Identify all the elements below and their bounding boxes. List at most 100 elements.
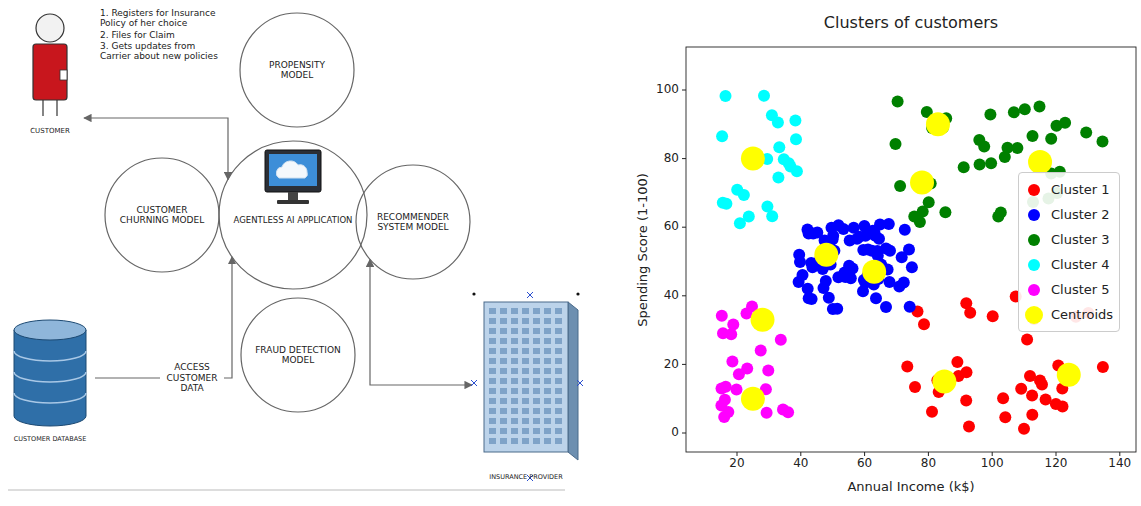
- window: [555, 318, 562, 324]
- handle-dot: [472, 292, 475, 295]
- window: [489, 408, 496, 414]
- centroid-point: [910, 171, 934, 195]
- data-point: [823, 292, 835, 304]
- window: [511, 358, 518, 364]
- window: [533, 328, 540, 334]
- window: [555, 438, 562, 444]
- window: [500, 368, 507, 374]
- data-point: [837, 223, 849, 235]
- data-point: [960, 394, 972, 406]
- data-point: [1026, 390, 1038, 402]
- legend-text: Centroids: [1051, 307, 1113, 322]
- tick-mark: [682, 158, 686, 159]
- window: [533, 318, 540, 324]
- tick-label: 0: [671, 426, 679, 440]
- data-point: [880, 301, 892, 313]
- anchor-cross: [471, 380, 477, 386]
- data-point: [766, 210, 778, 222]
- tick-mark: [1119, 452, 1120, 456]
- data-point: [741, 363, 753, 375]
- window: [511, 318, 518, 324]
- data-point: [963, 421, 975, 433]
- window: [544, 368, 551, 374]
- data-point: [858, 220, 870, 232]
- list-item: 3. Gets updates from Carrier about new p…: [100, 41, 218, 62]
- tick-label: 60: [664, 220, 679, 234]
- data-point: [758, 90, 770, 102]
- legend-swatch: [1028, 209, 1040, 221]
- data-point: [773, 141, 785, 153]
- shape-outline: [218, 140, 368, 290]
- data-point: [899, 224, 911, 236]
- window: [555, 388, 562, 394]
- data-point: [1021, 334, 1033, 346]
- legend-row: Cluster 4: [1025, 252, 1113, 277]
- data-point: [918, 318, 930, 330]
- shape-outline: [8, 318, 92, 444]
- data-point: [901, 361, 913, 373]
- data-point: [1097, 361, 1109, 373]
- node-label: FRAUD DETECTION MODEL: [253, 345, 343, 366]
- window: [544, 438, 551, 444]
- data-point: [811, 227, 823, 239]
- data-point: [772, 171, 784, 183]
- tick-label: 60: [857, 457, 872, 471]
- window: [500, 438, 507, 444]
- window: [533, 418, 540, 424]
- window: [511, 418, 518, 424]
- data-point: [839, 271, 851, 283]
- anchor-cross: [577, 380, 583, 386]
- window: [555, 398, 562, 404]
- window: [544, 418, 551, 424]
- window: [522, 338, 529, 344]
- tick-label: 80: [664, 152, 679, 166]
- window: [522, 398, 529, 404]
- data-point: [806, 293, 818, 305]
- window: [522, 438, 529, 444]
- data-point: [731, 384, 743, 396]
- data-point: [995, 207, 1007, 219]
- window: [533, 398, 540, 404]
- window: [489, 368, 496, 374]
- axis-title: Annual Income (k$): [847, 480, 974, 495]
- data-point: [797, 269, 809, 281]
- data-point: [790, 133, 802, 145]
- database-cylinder: CUSTOMER DATABASE: [8, 318, 92, 444]
- window: [533, 368, 540, 374]
- data-point: [923, 196, 935, 208]
- window: [511, 438, 518, 444]
- tick-mark: [992, 452, 993, 456]
- plot-frame: [686, 47, 1136, 452]
- data-point: [831, 303, 843, 315]
- tick-label: 20: [664, 358, 679, 372]
- centroid-point: [926, 112, 950, 136]
- monitor-screen: [269, 154, 317, 186]
- data-point: [951, 356, 963, 368]
- shape-outline: [470, 292, 582, 482]
- data-point: [999, 411, 1011, 423]
- window: [522, 418, 529, 424]
- legend-text: Cluster 1: [1051, 182, 1110, 197]
- cloud-icon: [276, 161, 307, 178]
- window: [555, 378, 562, 384]
- data-point: [1011, 142, 1023, 154]
- window: [522, 428, 529, 434]
- cylinder-band: [14, 393, 86, 403]
- window: [555, 348, 562, 354]
- tick-label: 120: [1045, 457, 1068, 471]
- window: [511, 428, 518, 434]
- building-front: [484, 302, 568, 452]
- tick-label: 100: [656, 83, 679, 97]
- axis-title: Spending Score (1-100): [636, 173, 651, 327]
- window: [555, 368, 562, 374]
- window: [489, 438, 496, 444]
- data-point: [870, 292, 882, 304]
- data-point: [904, 301, 916, 313]
- data-point: [985, 157, 997, 169]
- edge-label: ACCESS CUSTOMER DATA: [160, 361, 224, 394]
- data-point: [1045, 133, 1057, 145]
- data-point: [715, 400, 727, 412]
- tick-mark: [1056, 452, 1057, 456]
- window: [500, 428, 507, 434]
- window: [511, 408, 518, 414]
